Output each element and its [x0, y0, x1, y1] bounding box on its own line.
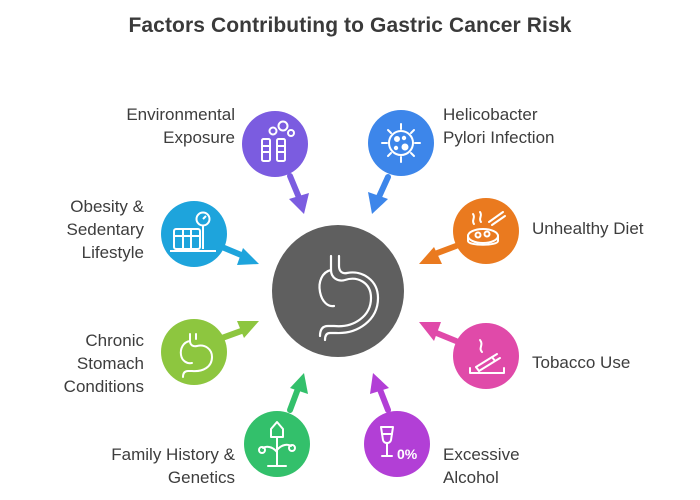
scale-icon: [170, 211, 216, 252]
label-chronic: Chronic Stomach Conditions: [64, 329, 144, 398]
factor-node-alcohol: 0%: [364, 411, 430, 477]
arrow-tobacco: [419, 322, 459, 344]
arrow-helicobacter: [368, 174, 391, 214]
factor-node-environmental: [242, 111, 308, 177]
center-stomach-node: [272, 225, 404, 357]
label-line: Stomach: [76, 354, 144, 373]
factory-icon: [261, 120, 295, 162]
stomach-condition-icon: [179, 333, 213, 378]
label-line: Pylori Infection: [443, 128, 555, 147]
label-line: Excessive: [443, 445, 520, 464]
label-line: Tobacco Use: [532, 353, 631, 372]
arrow-family: [287, 373, 308, 413]
factor-node-obesity: [161, 201, 227, 267]
family-tree-icon: [258, 421, 296, 467]
arrow-obesity: [219, 244, 259, 265]
wine-glass-icon: 0%: [380, 426, 418, 462]
arrow-alcohol: [370, 373, 391, 413]
label-line: Unhealthy Diet: [532, 219, 644, 238]
food-bowl-icon: [467, 211, 506, 246]
label-environmental: Environmental Exposure: [126, 103, 235, 149]
svg-text:0%: 0%: [397, 446, 418, 462]
label-line: Obesity &: [70, 197, 144, 216]
label-line: Helicobacter: [443, 105, 538, 124]
stomach-icon: [318, 254, 380, 342]
label-obesity: Obesity & Sedentary Lifestyle: [67, 195, 145, 264]
arrow-environmental: [287, 173, 309, 214]
label-tobacco: Tobacco Use: [532, 351, 630, 374]
label-line: Lifestyle: [81, 243, 144, 262]
label-diet: Unhealthy Diet: [532, 217, 644, 240]
label-line: Environmental: [126, 105, 235, 124]
label-line: Conditions: [63, 377, 144, 396]
factor-node-chronic: [161, 319, 227, 385]
arrow-diet: [419, 243, 459, 264]
diagram-title: Factors Contributing to Gastric Cancer R…: [128, 14, 572, 37]
factor-node-diet: [453, 198, 519, 264]
arrow-chronic: [219, 321, 259, 341]
factor-node-helicobacter: [368, 110, 434, 176]
factor-node-family: [244, 411, 310, 477]
cigarette-icon: [469, 339, 505, 374]
label-alcohol: Excessive Alcohol: [443, 443, 520, 489]
label-line: Alcohol: [443, 468, 499, 487]
bacteria-icon: [381, 123, 421, 163]
label-line: Chronic: [85, 331, 144, 350]
label-family: Family History & Genetics: [111, 443, 235, 489]
label-helicobacter: Helicobacter Pylori Infection: [443, 103, 555, 149]
label-line: Exposure: [163, 128, 235, 147]
label-line: Family History &: [111, 445, 235, 464]
label-line: Sedentary: [66, 220, 145, 239]
label-line: Genetics: [167, 468, 235, 487]
factor-node-tobacco: [453, 323, 519, 389]
